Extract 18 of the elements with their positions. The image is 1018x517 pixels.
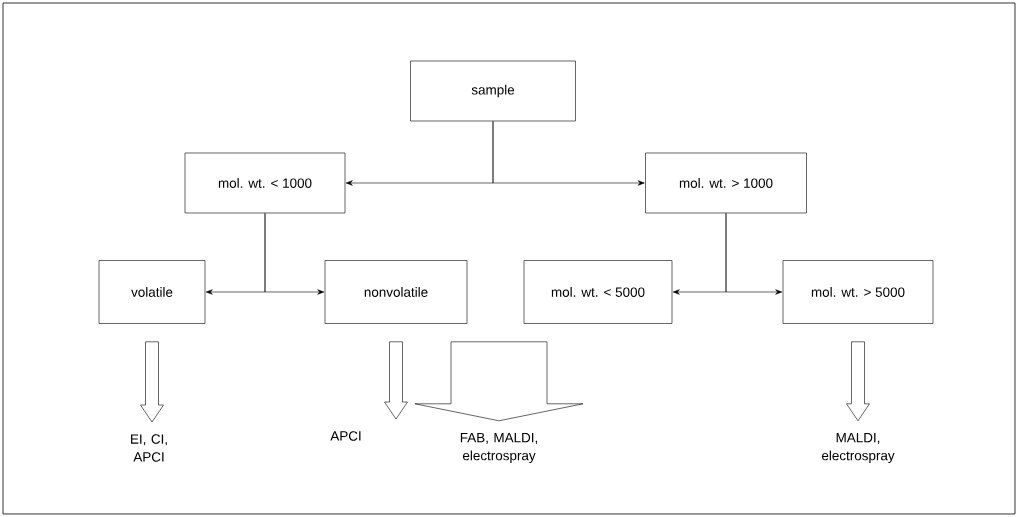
- arrow: [264, 213, 325, 295]
- process-box: mol. wt. > 5000: [782, 260, 934, 324]
- block-arrow: [414, 341, 584, 422]
- process-box: volatile: [98, 260, 206, 324]
- method-label: APCI: [330, 431, 361, 441]
- block-arrow: [140, 341, 164, 423]
- method-label: FAB, MALDI, electrospray: [460, 433, 538, 463]
- process-box: mol. wt. < 1000: [184, 152, 346, 214]
- block-arrow: [846, 341, 870, 422]
- method-label: EI, CI, APCI: [131, 434, 167, 462]
- process-box: nonvolatile: [324, 260, 468, 324]
- process-box: mol. wt. < 5000: [523, 260, 673, 324]
- method-label: MALDI, electrospray: [821, 433, 895, 463]
- process-box: sample: [410, 60, 576, 122]
- arrow: [725, 213, 783, 295]
- arrow: [492, 121, 645, 186]
- block-arrow: [384, 341, 408, 420]
- process-box: mol. wt. > 1000: [645, 152, 807, 214]
